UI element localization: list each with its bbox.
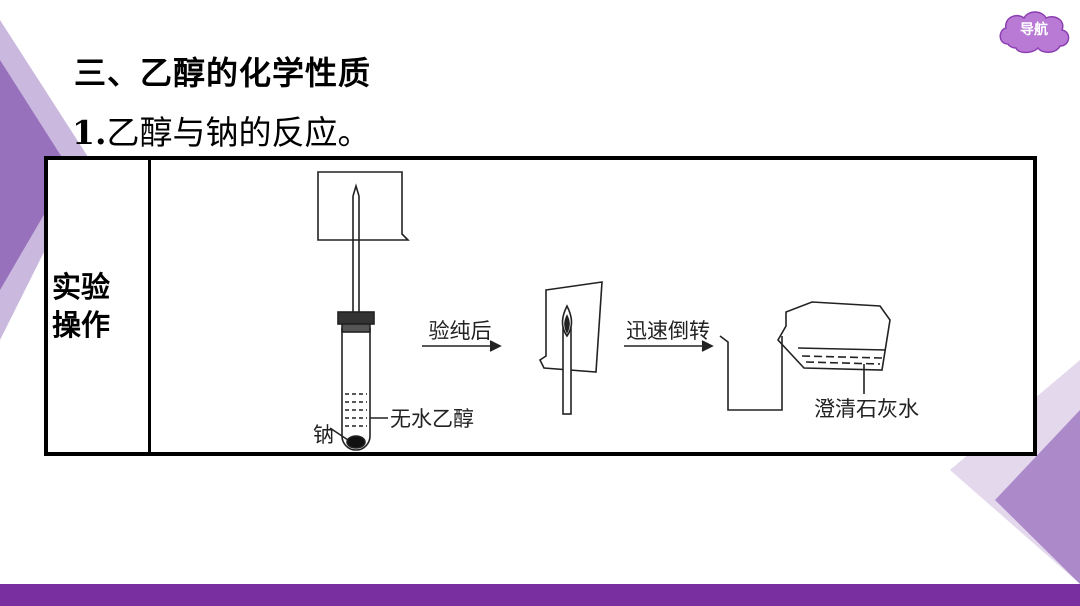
test-tube xyxy=(341,328,371,451)
rubber-stopper xyxy=(337,311,375,333)
table-divider xyxy=(148,160,151,452)
subsection-number: 1. xyxy=(72,113,107,152)
label-step1: 验纯后 xyxy=(429,319,492,343)
inverted-beaker-flame xyxy=(538,281,603,415)
cloud-icon xyxy=(999,11,1070,54)
pouring-beaker xyxy=(777,301,891,394)
subsection-text: 乙醇与钠的反应。 xyxy=(106,113,371,152)
delivery-tube xyxy=(352,183,360,312)
row-label-line2: 操作 xyxy=(52,308,111,342)
arrow-1 xyxy=(422,340,502,352)
section-heading: 三、乙醇的化学性质 xyxy=(74,54,372,92)
arrow-2 xyxy=(624,340,714,352)
subsection-heading: 1.乙醇与钠的反应。 xyxy=(72,106,370,154)
nav-button[interactable]: 导航 xyxy=(996,6,1072,56)
label-limewater: 澄清石灰水 xyxy=(814,397,919,421)
row-label: 实验 操作 xyxy=(52,268,144,344)
inverted-beaker-top xyxy=(317,171,410,241)
experiment-diagram: 钠 无水乙醇 验纯后 迅速倒转 澄清石灰水 xyxy=(313,171,919,451)
experiment-table: 实验 操作 xyxy=(44,156,1037,456)
label-sodium: 钠 xyxy=(313,423,334,447)
label-step2: 迅速倒转 xyxy=(626,319,710,343)
label-ethanol: 无水乙醇 xyxy=(390,407,474,431)
nav-label: 导航 xyxy=(1020,22,1048,38)
row-label-line1: 实验 xyxy=(52,270,111,304)
bottom-accent-bar xyxy=(0,584,1080,606)
upright-beaker xyxy=(719,335,783,411)
